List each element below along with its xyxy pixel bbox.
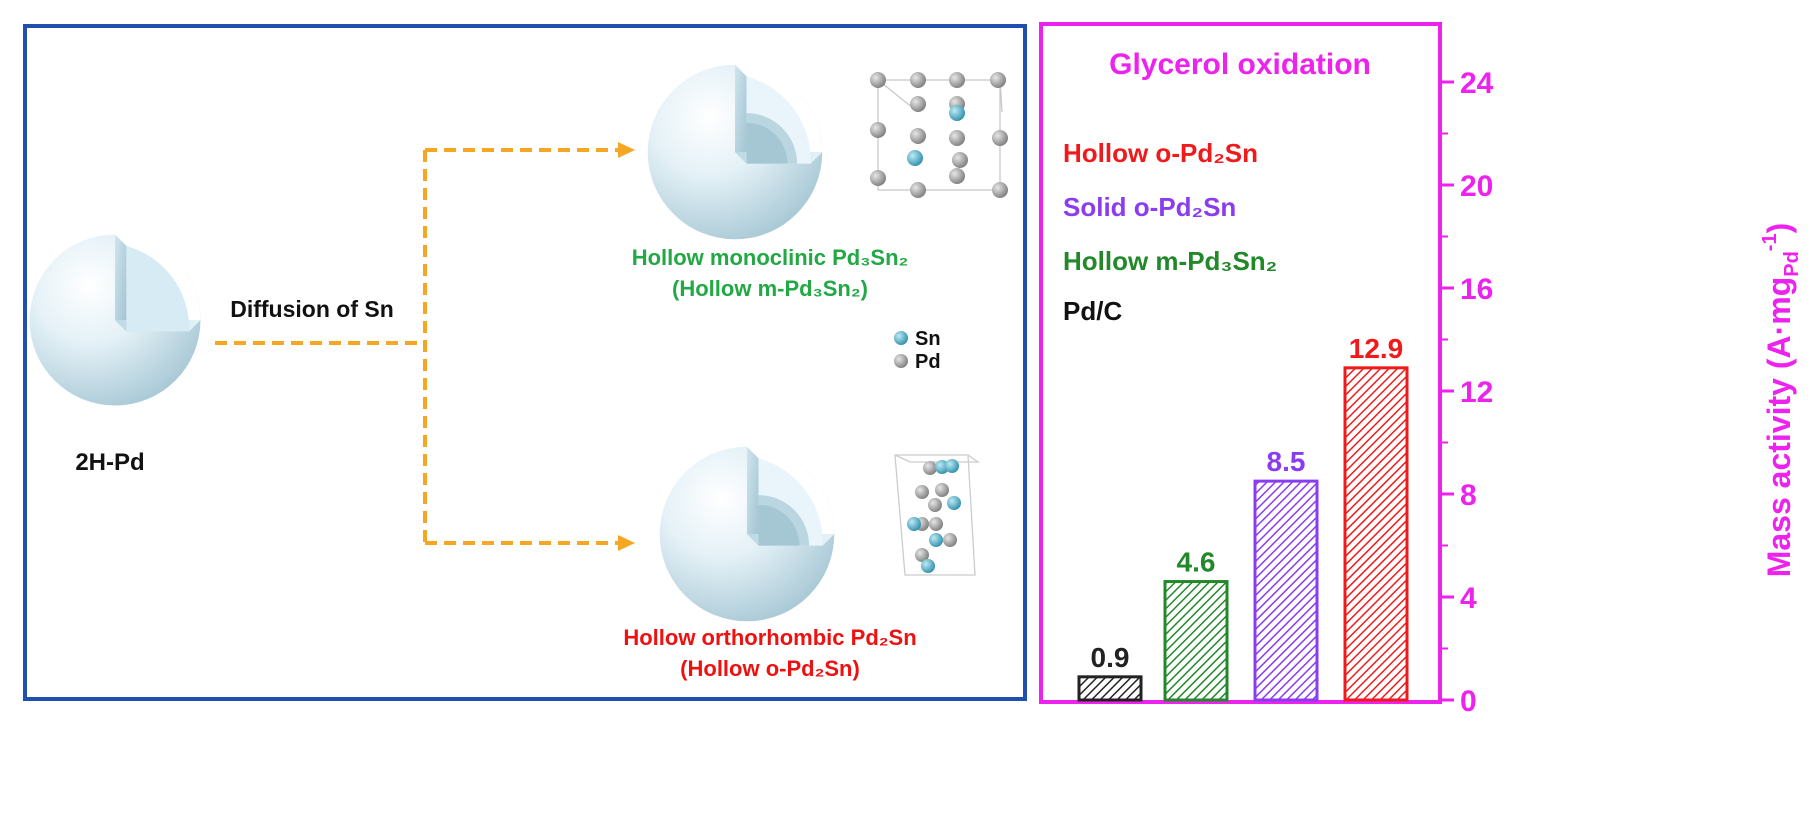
y-tick-label-8: 8 [1460, 479, 1477, 512]
chart-title: Glycerol oxidation [1109, 48, 1371, 81]
arrow-label: Diffusion of Sn [230, 296, 394, 322]
y-tick-label-16: 16 [1460, 273, 1493, 306]
sn-legend-label: Sn [915, 328, 941, 350]
bar-value-label-1: 4.6 [1177, 547, 1216, 578]
y-tick-label-4: 4 [1460, 582, 1477, 615]
y-tick-label-24: 24 [1460, 67, 1494, 100]
bar-3 [1343, 366, 1409, 702]
scheme-panel-frame [23, 24, 1027, 701]
monoclinic-lattice-icon [870, 72, 1008, 198]
top-product-name: Hollow monoclinic Pd₃Sn₂ [632, 245, 909, 270]
orthorhombic-lattice-icon [894, 454, 981, 576]
bar-value-label-0: 0.9 [1091, 642, 1130, 673]
y-tick-label-20: 20 [1460, 170, 1493, 203]
y-tick-label-12: 12 [1460, 376, 1493, 409]
arrow-head-bottom-icon [618, 535, 635, 551]
bar-1 [1163, 580, 1229, 702]
y-tick-label-0: 0 [1460, 685, 1477, 718]
bar-0 [1077, 675, 1143, 702]
top-product-abbr: (Hollow m-Pd₃Sn₂) [672, 276, 868, 301]
bar-value-labels: 0.9 4.6 8.5 12.9 [1091, 333, 1404, 673]
pd-nanosphere-icon [29, 234, 201, 406]
sn-atom-legend-icon [894, 331, 908, 345]
chart-legend-hollow-o-pd2sn: Hollow o-Pd₂Sn [1063, 138, 1258, 168]
y-axis-title: Mass activity (A·mgPd-1) [1759, 223, 1803, 578]
y-axis: 0 4 8 12 16 20 24 [1440, 67, 1494, 718]
hollow-o-pd2sn-sphere-icon [659, 446, 835, 622]
bottom-product-abbr: (Hollow o-Pd₂Sn) [680, 656, 860, 681]
arrow-head-top-icon [618, 142, 635, 158]
chart-legend-solid-o-pd2sn: Solid o-Pd₂Sn [1063, 192, 1236, 222]
bar-2 [1253, 479, 1319, 702]
pd-legend-label: Pd [915, 351, 941, 373]
start-label: 2H-Pd [75, 449, 144, 476]
chart-legend-hollow-m-pd3sn2: Hollow m-Pd₃Sn₂ [1063, 246, 1277, 276]
chart-legend-pd-c: Pd/C [1063, 296, 1122, 326]
diffusion-arrow [215, 148, 618, 545]
pd-atom-legend-icon [894, 354, 908, 368]
bar-value-label-3: 12.9 [1349, 333, 1404, 364]
hollow-m-pd3sn2-sphere-icon [647, 64, 823, 240]
bottom-product-name: Hollow orthorhombic Pd₂Sn [623, 625, 916, 650]
bar-value-label-2: 8.5 [1267, 446, 1306, 477]
bar-series [1077, 366, 1409, 702]
